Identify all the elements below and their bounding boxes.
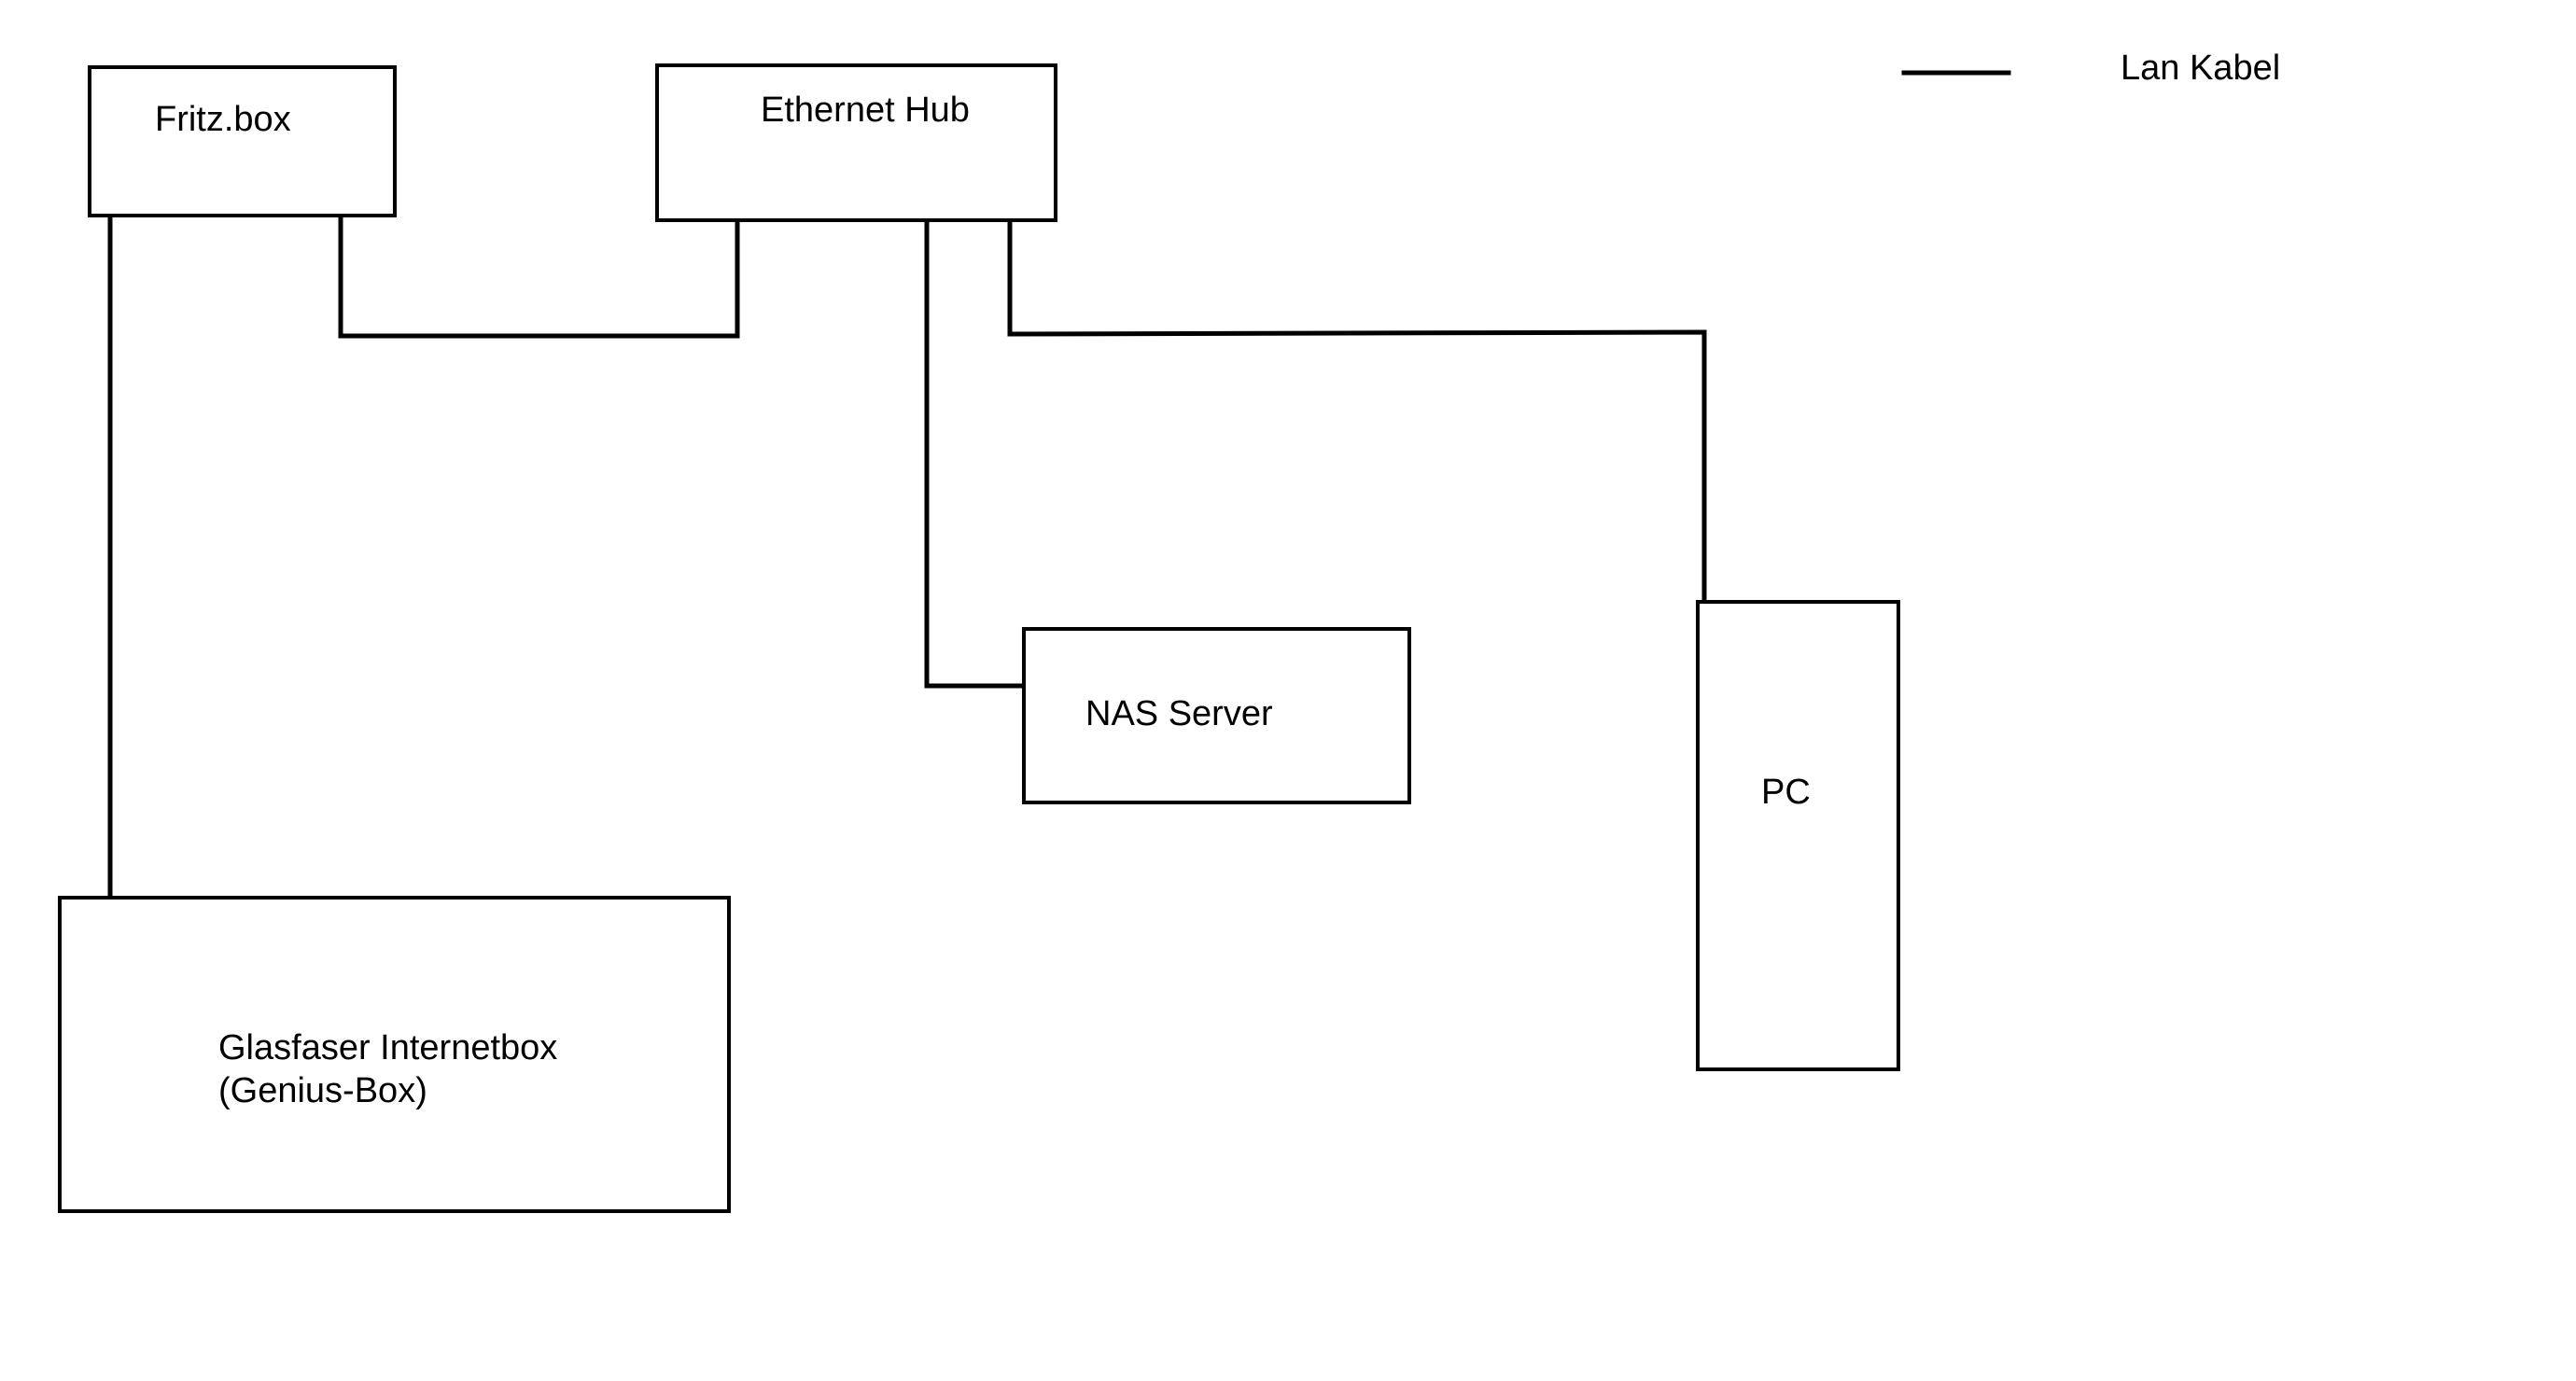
node-pc[interactable] [1696, 600, 1900, 1071]
cable-hub-to-nas [924, 219, 1025, 689]
legend-label-lan-kabel: Lan Kabel [2121, 49, 2281, 88]
node-label-pc: PC [1761, 773, 1811, 812]
node-ethernet-hub[interactable] [655, 63, 1057, 222]
node-fritzbox[interactable] [88, 65, 397, 217]
cable-hub-to-pc [1007, 219, 1707, 603]
node-label-ethernet-hub: Ethernet Hub [761, 91, 970, 130]
node-glasfaser-internetbox[interactable] [58, 896, 731, 1213]
node-nas-server[interactable] [1022, 627, 1411, 804]
cable-fritzbox-to-hub [338, 215, 740, 339]
node-label-glasfaser-internetbox: Glasfaser Internetbox (Genius-Box) [218, 1028, 558, 1111]
node-label-fritzbox: Fritz.box [155, 100, 291, 139]
node-label-nas-server: NAS Server [1085, 694, 1273, 733]
